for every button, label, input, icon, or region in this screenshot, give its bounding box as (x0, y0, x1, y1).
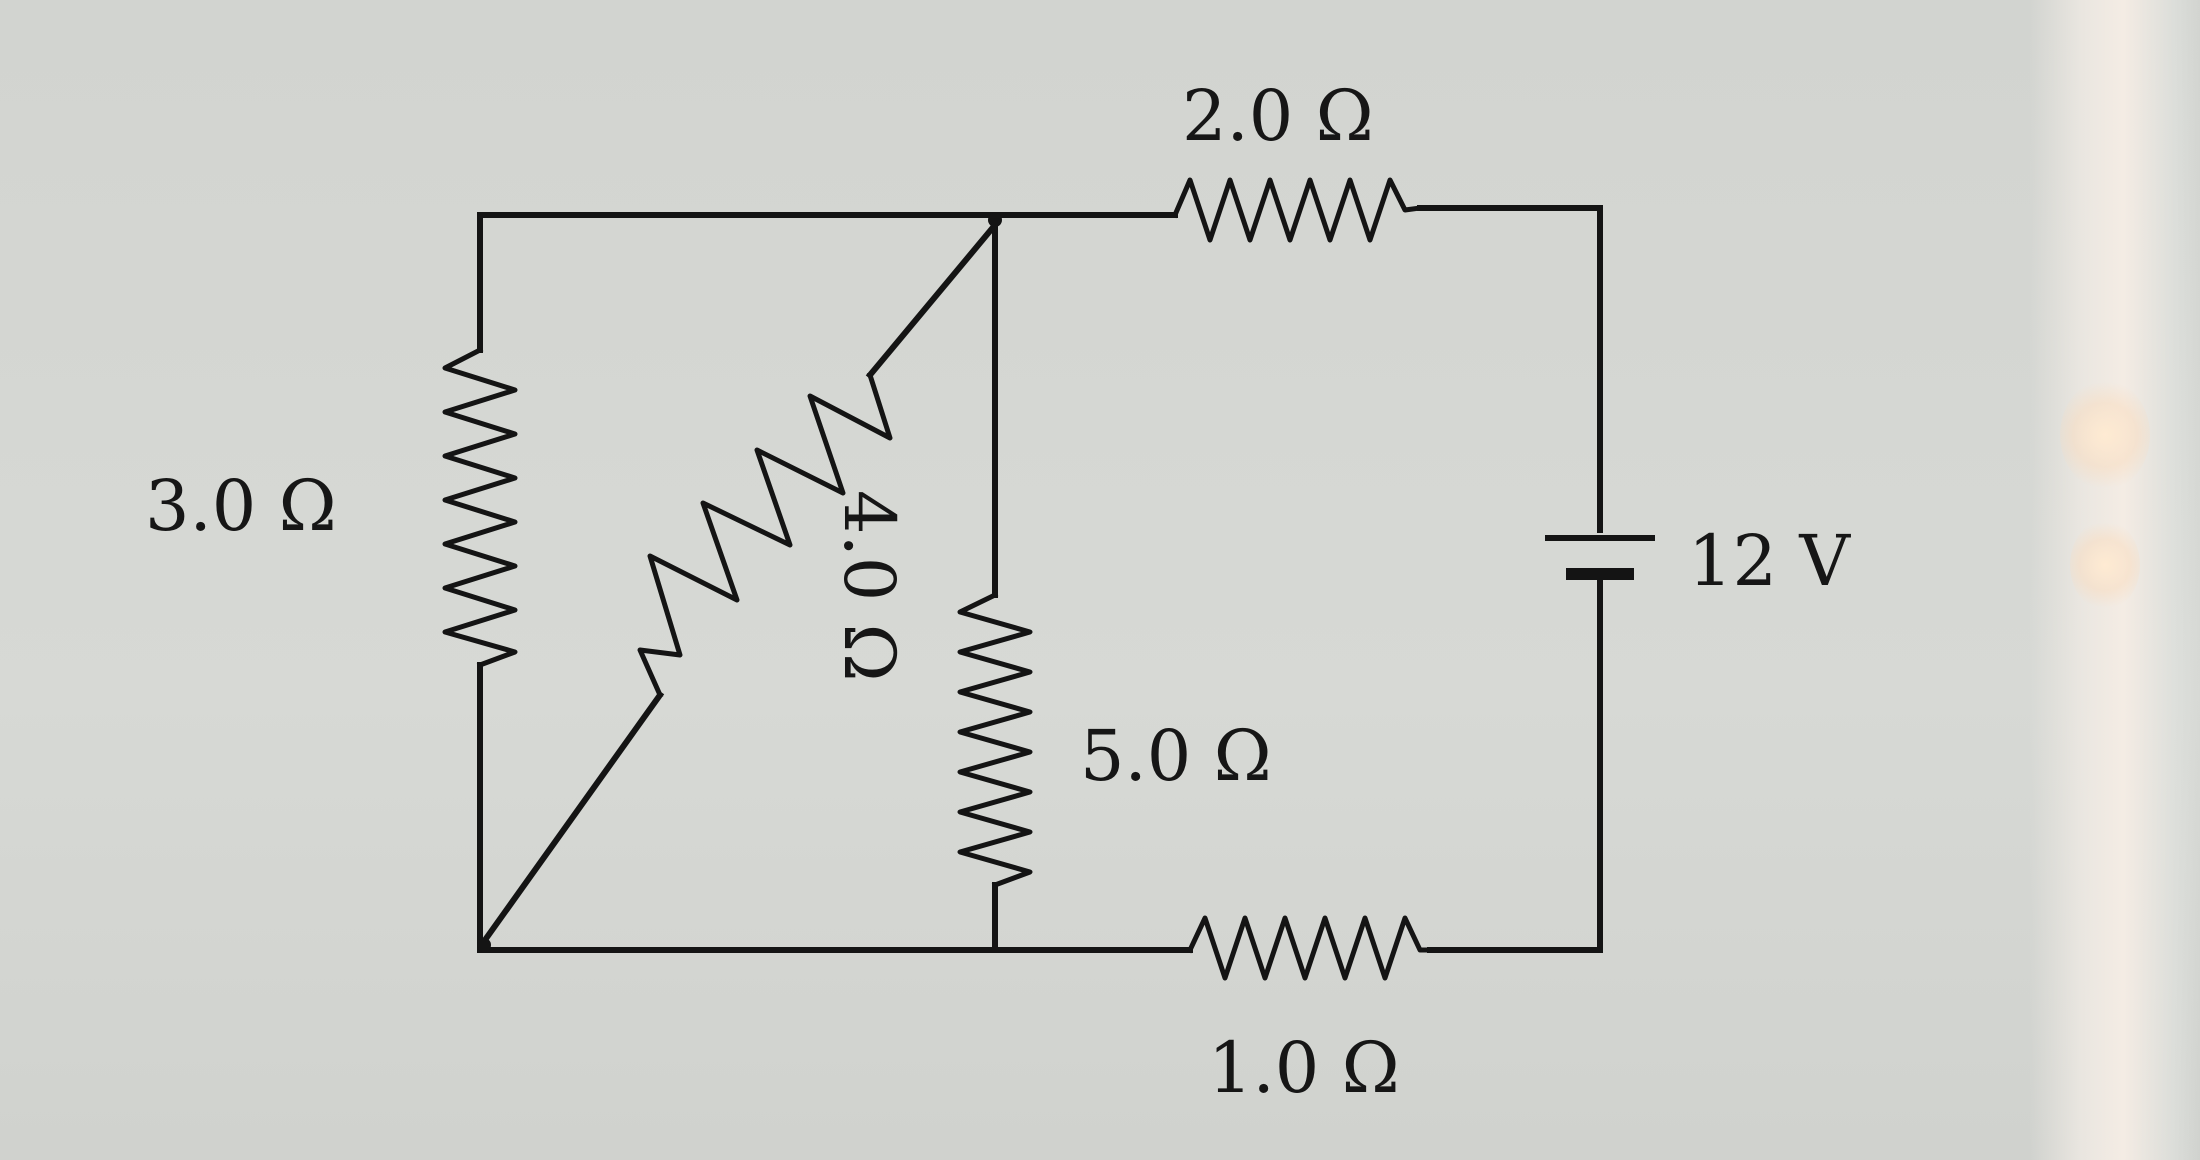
resistor-symbol (442, 346, 518, 669)
resistor-1-ohm (1186, 915, 1433, 981)
wire-diagonal-top (865, 220, 1000, 380)
resistor-3-ohm (442, 346, 518, 669)
circuit-wires (477, 205, 1603, 953)
resistor-symbol (637, 371, 893, 699)
resistor-symbol (957, 591, 1033, 889)
label-3-ohm: 3.0 Ω (145, 465, 337, 547)
label-battery-voltage: 12 V (1688, 520, 1851, 602)
resistor-4-ohm (637, 371, 893, 699)
junction-node (477, 938, 491, 952)
resistor-symbol (1186, 915, 1433, 981)
label-2-ohm: 2.0 Ω (1182, 75, 1374, 157)
wire-right-lower (1427, 577, 1603, 953)
wire-top-right (1417, 205, 1603, 533)
label-1-ohm: 1.0 Ω (1208, 1027, 1400, 1109)
battery (1545, 535, 1655, 580)
junction-node (988, 213, 1002, 227)
label-4-ohm: 4.0 Ω (828, 490, 910, 682)
resistor-5-ohm (957, 591, 1033, 889)
glare-spot (2060, 380, 2150, 490)
wire-diagonal-bottom (480, 690, 665, 945)
resistor-symbol (1171, 177, 1423, 243)
label-5-ohm: 5.0 Ω (1080, 715, 1272, 797)
resistor-2-ohm (1171, 177, 1423, 243)
glare-spot (2070, 520, 2140, 610)
